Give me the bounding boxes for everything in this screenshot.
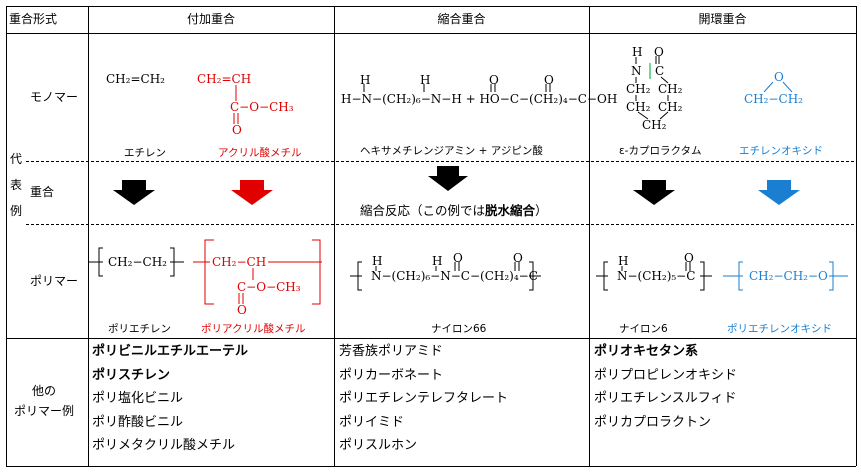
list-item: ポリカーボネート: [339, 367, 444, 383]
side-rep-1: 代: [10, 152, 23, 166]
header-form: 重合形式: [9, 12, 58, 26]
formula-diamine-adipic: H−N−(CH₂)₆−N−H + HO−C−(CH₂)₄−C−OH: [341, 92, 618, 106]
other-condensation-list: 芳香族ポリアミド ポリカーボネート ポリエチレンテレフタレート ポリイミド ポリ…: [339, 340, 508, 458]
formula-eo-ch2: CH₂−CH₂: [744, 92, 803, 106]
name-nylon66: ナイロン66: [431, 323, 487, 335]
side-rep-2: 表: [10, 178, 23, 192]
formula-n6-unit: N−(CH₂)₅−C: [617, 269, 696, 283]
formula-ma-top: CH₂=CH: [197, 72, 252, 86]
reaction-note-bold: 脱水縮合: [485, 203, 536, 218]
formula-cap-ch2-5: CH₂: [642, 118, 667, 132]
name-pma: ポリアクリル酸メチル: [201, 323, 306, 335]
arrow-icon-blue: [758, 180, 800, 205]
list-item: ポリスルホン: [339, 438, 418, 453]
formula-cap-ch2-1: CH₂: [626, 82, 651, 96]
side-polymer: ポリマー: [30, 274, 79, 288]
formula-cap-ch2-2: CH₂: [658, 82, 683, 96]
formula-n66-h1: H: [372, 254, 383, 268]
name-ethylene: エチレン: [124, 147, 166, 159]
name-peo: ポリエチレンオキシド: [727, 323, 832, 335]
name-caprolactam: ε-カプロラクタム: [619, 145, 702, 157]
reaction-note: 縮合反応（この例では脱水縮合）: [360, 204, 548, 218]
side-other-2: ポリマー例: [14, 404, 75, 418]
side-rep-3: 例: [10, 204, 23, 218]
formula-adipic-o2: O: [544, 73, 554, 87]
side-other-1: 他の: [32, 384, 57, 398]
formula-amine-h2: H: [420, 73, 431, 87]
list-item: ポリエチレンスルフィド: [594, 391, 737, 406]
other-addition-list: ポリビニルエチルエーテル ポリスチレン ポリ塩化ビニル ポリ酢酸ビニル ポリメタ…: [92, 340, 248, 458]
formula-n6-h: H: [618, 254, 629, 268]
other-ring-opening-list: ポリオキセタン系 ポリプロピレンオキシド ポリエチレンスルフィド ポリカプロラク…: [594, 340, 737, 434]
formula-n66-h2: H: [432, 254, 443, 268]
formula-ma-o: O: [232, 123, 242, 137]
header-ring-opening: 開環重合: [698, 12, 747, 26]
formula-pma-unit: CH₂−CH: [212, 255, 267, 269]
formula-n66-o2: O: [513, 251, 523, 265]
arrow-icon-black-2: [428, 166, 468, 191]
header-condensation: 縮合重合: [437, 12, 486, 26]
list-item: ポリ塩化ビニル: [92, 391, 184, 406]
formula-n66-o1: O: [453, 251, 463, 265]
name-polyethylene: ポリエチレン: [108, 323, 171, 335]
formula-adipic-o1: O: [489, 73, 499, 87]
list-item: ポリエチレンテレフタレート: [339, 391, 509, 406]
arrow-icon-black-3: [633, 180, 675, 205]
formula-cap-h: H: [632, 45, 643, 59]
reaction-note-suffix: ）: [535, 203, 548, 218]
list-item: ポリスチレン: [92, 367, 171, 383]
side-monomer: モノマー: [30, 90, 79, 104]
list-item: 芳香族ポリアミド: [339, 344, 443, 359]
formula-pe-unit: CH₂−CH₂: [108, 255, 167, 269]
reaction-note-prefix: 縮合反応（この例では: [360, 203, 486, 218]
name-nylon6: ナイロン6: [619, 323, 668, 335]
list-item: ポリカプロラクトン: [594, 414, 712, 430]
formula-peo-unit: CH₂−CH₂−O: [749, 269, 828, 283]
list-item: ポリイミド: [339, 414, 405, 430]
arrow-icon-black-1: [113, 180, 155, 205]
name-diamine-adipic: ヘキサメチレンジアミン + アジピン酸: [360, 145, 543, 157]
formula-pma-ester: C−O−CH₃: [237, 280, 301, 294]
name-ethylene-oxide: エチレンオキシド: [739, 145, 823, 157]
list-item: ポリメタクリル酸メチル: [92, 438, 236, 453]
arrow-icon-red: [231, 180, 273, 205]
formula-cap-c: C: [655, 64, 665, 78]
list-item: ポリビニルエチルエーテル: [92, 344, 249, 359]
header-addition: 付加重合: [186, 12, 235, 26]
list-item: ポリオキセタン系: [594, 344, 699, 359]
formula-cap-n: N: [631, 64, 642, 78]
list-item: ポリプロピレンオキシド: [594, 367, 738, 383]
formula-eo-o: O: [774, 70, 784, 84]
formula-n66-unit: N−(CH₂)₆−N−C−(CH₂)₄−C: [371, 269, 538, 283]
side-polymerization: 重合: [30, 185, 55, 199]
formula-cap-ch2-4: CH₂: [658, 100, 683, 114]
formula-cap-o: O: [654, 45, 664, 59]
formula-cap-ch2-3: CH₂: [626, 100, 651, 114]
formula-ethylene: CH₂=CH₂: [106, 72, 165, 86]
formula-amine-h1: H: [360, 73, 371, 87]
formula-pma-o: O: [237, 303, 247, 317]
list-item: ポリ酢酸ビニル: [92, 414, 184, 430]
formula-ma-ester: C−O−CH₃: [230, 100, 294, 114]
formula-n6-o: O: [684, 251, 694, 265]
name-methyl-acrylate: アクリル酸メチル: [218, 147, 302, 159]
